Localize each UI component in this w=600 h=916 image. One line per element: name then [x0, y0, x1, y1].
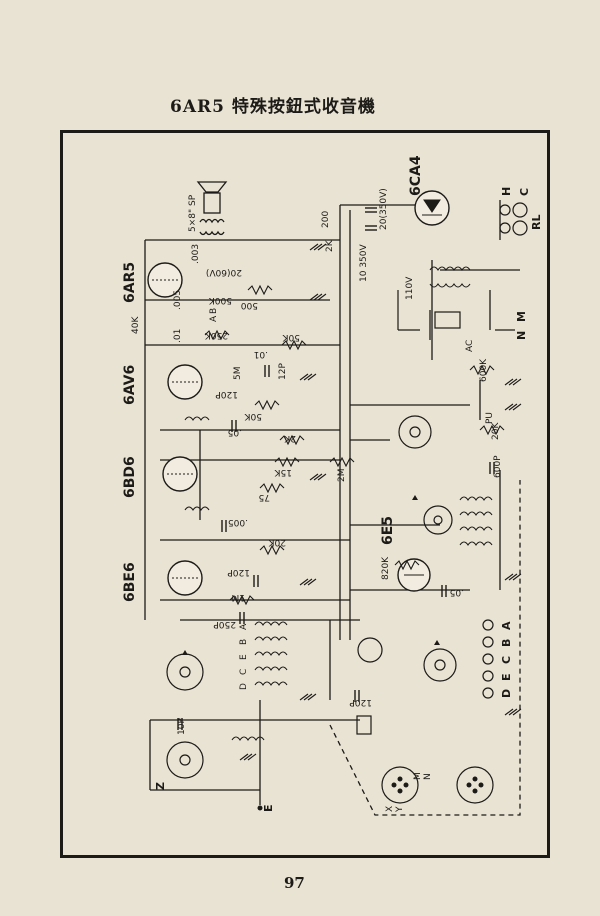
label-res-50k: 50K [282, 332, 300, 342]
label-res-5m: 5M [233, 367, 243, 381]
label-res-2k: 2K [283, 433, 296, 443]
tube-6ar5-label: 6AR5 [122, 262, 138, 303]
label-coil-d: D [239, 683, 249, 690]
label-res-2k-b: 2K [325, 239, 335, 252]
label-res-75: 75 [259, 492, 270, 502]
label-power-10-350: 10 350V [359, 244, 369, 282]
label-power-110v: 110V [405, 276, 415, 300]
label-res-250k: 250K [204, 330, 228, 340]
label-coil-c: C [239, 669, 249, 675]
label-res-820k: 820K [381, 556, 391, 580]
label-res-15k: 15K [274, 467, 292, 477]
label-cap-005-b: .005 [228, 517, 248, 527]
label-band-c: C [500, 656, 513, 664]
label-terminal-rl: RL [530, 215, 543, 230]
label-res-20k: 20K [268, 537, 286, 547]
label-res-500k: 500K [208, 295, 232, 305]
tube-6be6-label: 6BE6 [122, 562, 138, 602]
label-res-500: 500 [241, 300, 258, 310]
label-cap-001: .01 [254, 349, 268, 359]
label-tap-a: A [209, 315, 219, 322]
label-res-1m: 1M [232, 592, 246, 602]
tube-6av6-label: 6AV6 [122, 365, 138, 405]
label-cap-05-b: .05 [450, 587, 464, 597]
label-cap-250p: 250P [213, 619, 236, 629]
label-cap-01: .01 [173, 329, 183, 343]
label-cap-10p: 10P [177, 718, 187, 735]
label-res-40k: 40K [131, 316, 141, 334]
label-res-200: 200 [321, 211, 331, 228]
label-switch-n: N [515, 331, 528, 340]
label-cap-120p: 120P [215, 389, 238, 399]
schematic-frame [60, 130, 550, 858]
label-coil-a: A [239, 623, 249, 630]
label-sw-n: N [423, 773, 433, 780]
label-band-d: D [500, 689, 513, 698]
label-ac: AC [465, 340, 475, 352]
tube-6bd6-label: 6BD6 [122, 456, 138, 498]
label-cap-05: .05 [228, 427, 242, 437]
label-res-20k-b: 20K [491, 422, 501, 440]
label-cap-120p-b: 120P [227, 567, 250, 577]
label-sw-x: X [385, 806, 395, 812]
label-ground-e: E [262, 804, 275, 812]
label-cap-20-350: 20(350V) [379, 188, 389, 230]
label-speaker: 5×8" SP [188, 194, 198, 232]
label-band-a: A [500, 621, 513, 630]
label-tap-b: B [209, 308, 219, 314]
label-switch-m: M [515, 311, 528, 322]
page-number: 97 [284, 874, 305, 892]
label-cap-120p-c: 120P [349, 697, 372, 707]
label-sw-m: M [413, 772, 423, 780]
page-title: 6AR5 特殊按鈕式收音機 [170, 97, 376, 117]
tube-6e5-label: 6E5 [380, 516, 396, 545]
label-band-e: E [500, 673, 513, 681]
tube-6ca4-label: 6CA4 [408, 155, 424, 196]
label-terminal-c: C [518, 188, 531, 196]
label-output-cap: .003 [191, 244, 201, 264]
label-res-2m: 2M [337, 469, 347, 483]
label-terminal-h: H [500, 187, 513, 196]
label-ant-z: Z [154, 782, 167, 790]
label-cap-20-60: 20(60V) [206, 267, 242, 277]
label-sw-y: Y [395, 806, 405, 813]
label-res-50k-b: 50K [244, 411, 262, 421]
label-cap-12p: 12P [278, 363, 288, 380]
label-res-600k: 600K [479, 358, 489, 382]
label-pu: PU [485, 412, 495, 424]
label-cap-600p: 600P [493, 455, 503, 478]
label-band-b: B [500, 639, 513, 647]
label-coil-e: E [239, 654, 249, 660]
label-coil-b: B [239, 639, 249, 645]
label-cap-005: .005 [173, 290, 183, 310]
